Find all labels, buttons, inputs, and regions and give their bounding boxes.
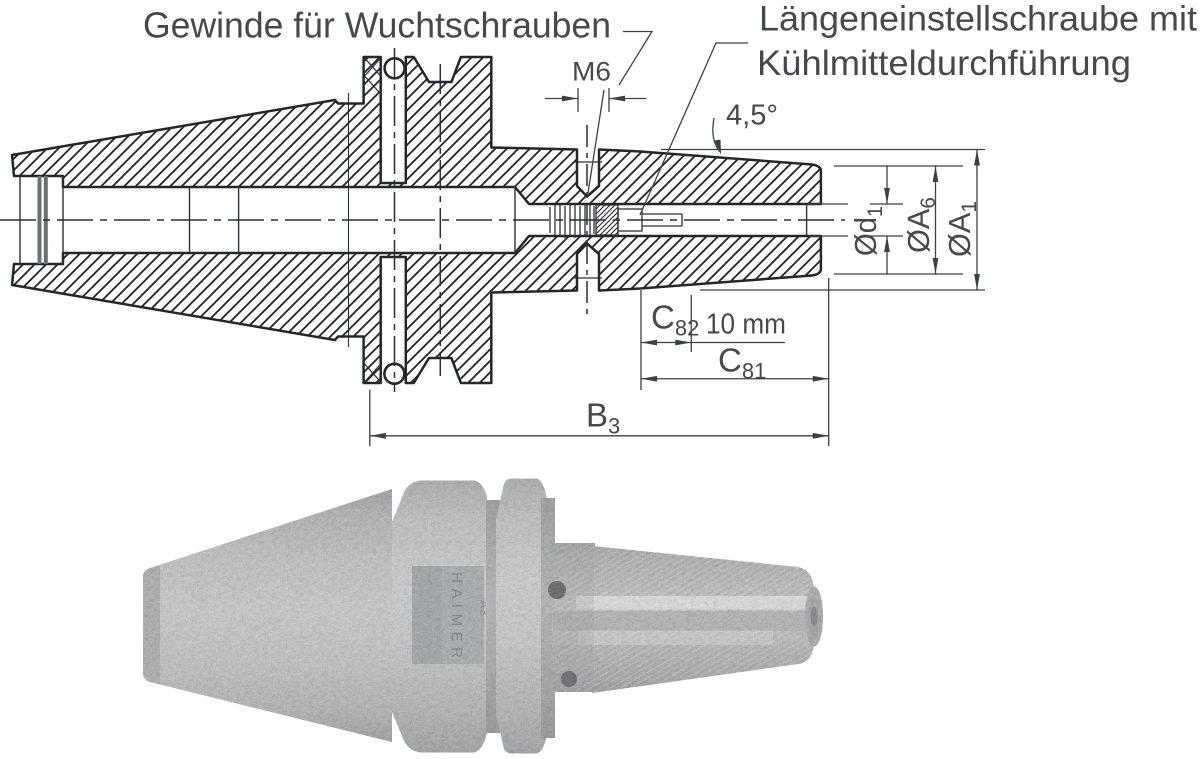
svg-text:Gewinde für Wuchtschrauben: Gewinde für Wuchtschrauben <box>143 5 611 46</box>
svg-text:C82: C82 <box>651 299 699 341</box>
svg-text:Kühlmitteldurchführung: Kühlmitteldurchführung <box>757 44 1131 83</box>
svg-text:Ød1: Ød1 <box>848 206 887 256</box>
svg-text:4,5°: 4,5° <box>726 100 778 132</box>
svg-text:10 mm: 10 mm <box>706 309 786 341</box>
svg-text:ØA6: ØA6 <box>901 197 940 253</box>
svg-text:C81: C81 <box>718 342 766 384</box>
svg-text:M6: M6 <box>572 57 611 87</box>
svg-text:Längeneinstellschraube mit: Längeneinstellschraube mit <box>759 0 1197 39</box>
svg-text:B3: B3 <box>586 397 620 439</box>
svg-text:ØA1: ØA1 <box>942 201 981 257</box>
